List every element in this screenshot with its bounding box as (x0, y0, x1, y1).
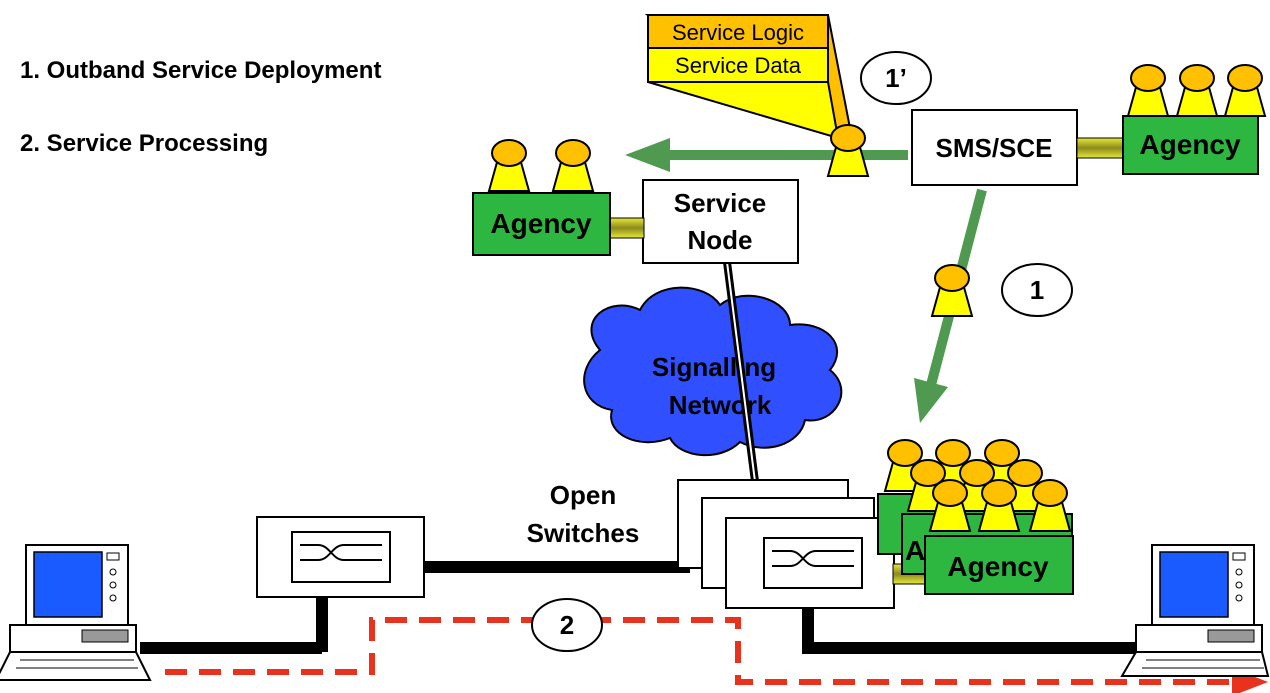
service-data-label: Service Data (675, 53, 802, 78)
service-data-box (647, 47, 829, 83)
open-switches-label-line2: Switches (527, 518, 640, 548)
marker-step-1-prime: 1’ (860, 51, 932, 105)
open-switches-stack (677, 479, 895, 609)
svg-text:1: 1 (1030, 275, 1044, 305)
agent-icon (552, 139, 594, 192)
svg-text:1’: 1’ (885, 63, 907, 93)
connector-agency-service-node (609, 217, 645, 239)
marker-step-1: 1 (1001, 263, 1073, 317)
agency-right: Agency (1122, 64, 1266, 175)
agent-icon (488, 139, 530, 192)
service-logic-label: Service Logic (672, 20, 804, 45)
deployment-arrow-left (625, 138, 908, 172)
signalling-label-line1: Signalling (652, 352, 776, 382)
agency-bottom-label: Agency (947, 551, 1049, 582)
agency-partial-label: A (905, 535, 925, 566)
service-node-label-line1: Service (674, 188, 767, 218)
switch-left (256, 516, 425, 598)
service-processing-path (165, 617, 1268, 693)
service-node: Service Node (642, 179, 799, 264)
service-package: Service Logic Service Data (644, 14, 852, 140)
signalling-label-line2: Network (669, 390, 772, 420)
agent-icon (1127, 64, 1169, 117)
svg-text:2: 2 (560, 610, 574, 640)
legend-outband-deployment: 1. Outband Service Deployment (20, 57, 382, 84)
transport-links (140, 561, 1140, 654)
service-node-label-line2: Node (688, 225, 753, 255)
agency-left: Agency (472, 139, 611, 256)
open-switches-label-line1: Open (550, 480, 616, 510)
connector-sms-agency (1076, 137, 1124, 159)
computer-left-icon (0, 544, 152, 681)
computer-right-icon (1120, 544, 1270, 677)
agency-bottom: A Agency (877, 439, 1074, 595)
agent-icon (1224, 64, 1266, 117)
agent-icon (1176, 64, 1218, 117)
deployed-agent-icon (931, 264, 973, 317)
signalling-network-cloud: Signalling Network (583, 286, 843, 456)
signalling-link-highlight (726, 261, 759, 506)
legend-service-processing: 2. Service Processing (20, 130, 269, 157)
sms-sce-label: SMS/SCE (935, 133, 1052, 163)
marker-step-2: 2 (531, 598, 603, 652)
agency-right-label: Agency (1139, 129, 1241, 160)
sms-sce-box: SMS/SCE (911, 109, 1078, 186)
agency-left-label: Agency (490, 208, 592, 239)
